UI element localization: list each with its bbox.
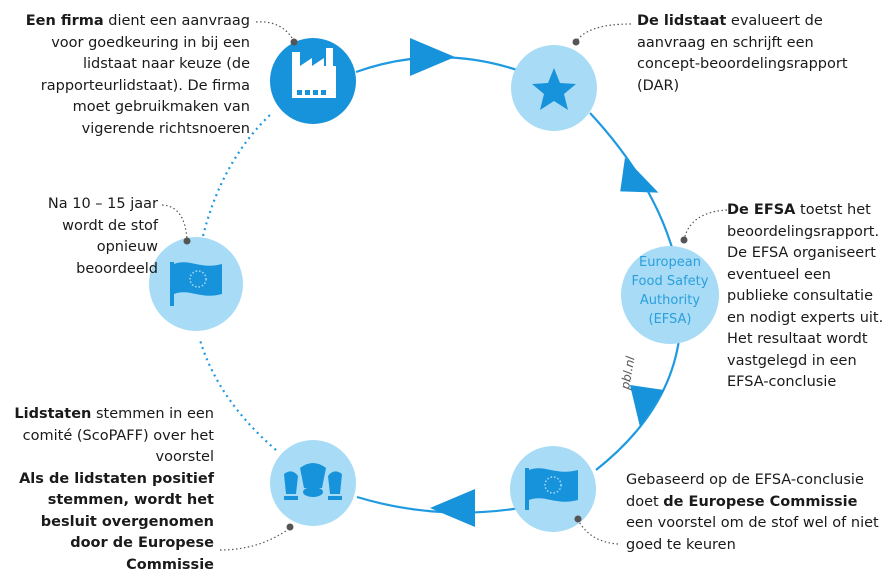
- step-firma-body: dient een aanvraag voor goedkeuring in b…: [40, 13, 250, 137]
- step-comite-text: Lidstaten stemmen in een comité (ScoPAFF…: [4, 404, 214, 576]
- step-herbeoordeling-body: Na 10 – 15 jaar wordt de stof opnieuw be…: [47, 196, 158, 277]
- arrow-head-right-lower: [630, 385, 664, 427]
- arrow-head-top: [410, 38, 455, 76]
- leader-dots: [183, 38, 688, 531]
- arrow-head-right-upper: [620, 157, 659, 193]
- eu-flag-icon: [525, 468, 578, 510]
- step-herbeoordeling-text: Na 10 – 15 jaar wordt de stof opnieuw be…: [40, 194, 158, 280]
- step-commissie-body-before: Gebaseerd op de EFSA-conclusie doet: [626, 472, 864, 510]
- star-icon: [532, 68, 576, 110]
- step-efsa-bold: De EFSA: [727, 202, 796, 218]
- step-commissie-bold: de Europese Commissie: [663, 493, 858, 510]
- step-comite-body: stemmen in een comité (ScoPAFF) over het…: [22, 406, 214, 465]
- step-lidstaat-text: De lidstaat evalueert de aanvraag en sch…: [637, 11, 857, 97]
- step-comite-bold: Lidstaten: [14, 406, 92, 422]
- committee-icon: [284, 463, 342, 500]
- step-firma-bold: Een firma: [25, 13, 104, 29]
- step-commissie-text: Gebaseerd op de EFSA-conclusie doet de E…: [626, 470, 888, 556]
- cycle-dotted-arcs: [198, 112, 277, 451]
- factory-icon: [292, 48, 336, 98]
- step-comite-bold-conclusion: Als de lidstaten positief stemmen, wordt…: [19, 470, 214, 573]
- eu-flag-icon: [170, 262, 222, 306]
- step-firma-text: Een firma dient een aanvraag voor goedke…: [0, 11, 250, 140]
- step-lidstaat-bold: De lidstaat: [637, 13, 727, 29]
- arrow-head-bottom: [430, 489, 475, 527]
- step-efsa-text: De EFSA toetst het beoordelingsrapport. …: [727, 200, 889, 394]
- step-lidstaat-body: evalueert de aanvraag en schrijft een co…: [637, 13, 848, 94]
- leader-lines: [161, 21, 728, 551]
- step-commissie-body-after: een voorstel om de stof wel of niet goed…: [626, 515, 879, 553]
- efsa-circle-label: European Food Safety Authority (EFSA): [631, 255, 709, 327]
- step-efsa-body: toetst het beoordelingsrapport. De EFSA …: [727, 202, 884, 390]
- node-efsa: [621, 246, 719, 344]
